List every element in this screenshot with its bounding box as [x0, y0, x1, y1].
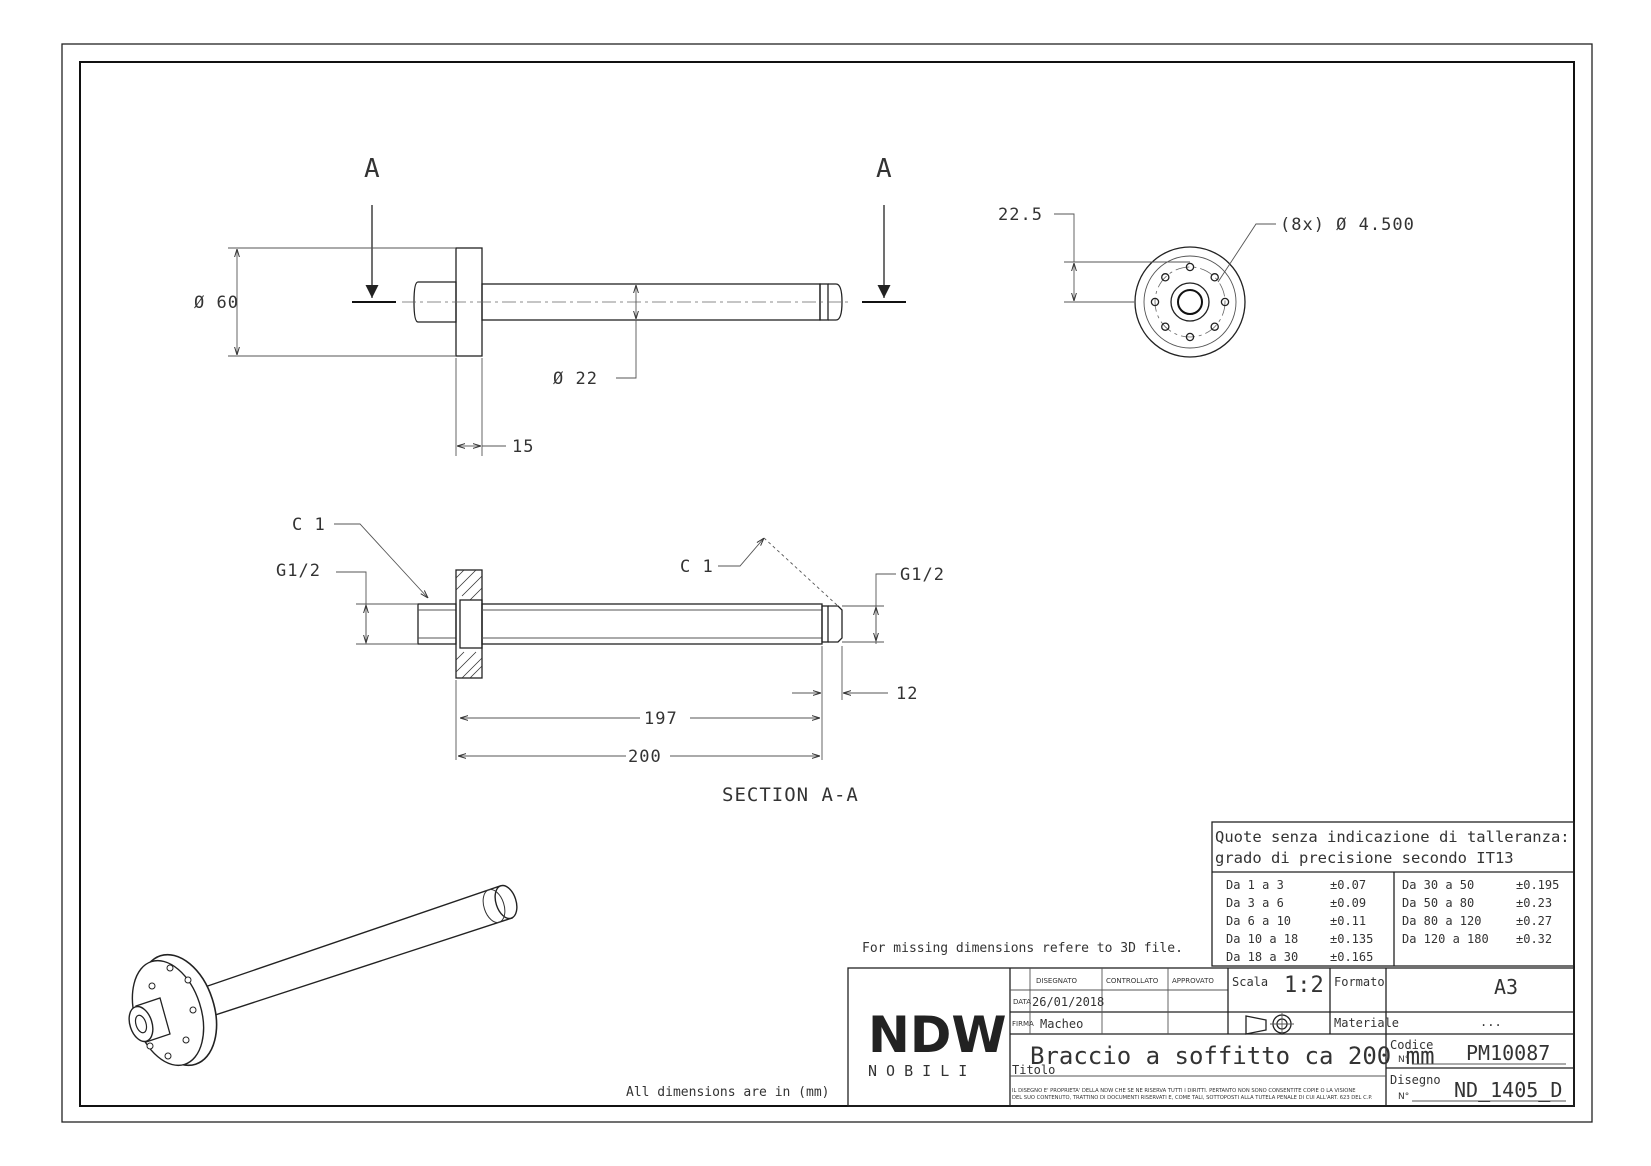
part-title: Braccio a soffitto ca 200 mm: [1030, 1042, 1435, 1070]
tolerance-value: ±0.09: [1330, 896, 1366, 910]
drawing-number: ND_1405_D: [1454, 1078, 1562, 1102]
disclaimer-line2: DEL SUO CONTENUTO, TRATTINO DI DOCUMENTI…: [1012, 1095, 1373, 1101]
title-block: NDW N O B I L I DISEGNATO CONTROLLATO AP…: [847, 967, 1575, 1107]
tolerance-range: Da 50 a 80: [1402, 896, 1474, 910]
isometric-view: [128, 884, 518, 1067]
material-value: ...: [1480, 1015, 1502, 1029]
dim-length-197: 197: [644, 709, 678, 729]
tolerance-range: Da 120 a 180: [1402, 932, 1489, 946]
front-view: A A Ø 60 Ø 22 15: [194, 154, 906, 457]
header-controllato: CONTROLLATO: [1106, 977, 1159, 985]
tolerance-value: ±0.32: [1516, 932, 1552, 946]
tolerance-header-2: grado di precisione secondo IT13: [1215, 849, 1514, 867]
dim-length-200: 200: [628, 747, 662, 767]
dim-flange-thickness: 15: [512, 437, 534, 457]
company-logo-sub: N O B I L I: [868, 1062, 967, 1080]
tolerance-value: ±0.23: [1516, 896, 1552, 910]
label-scala: Scala: [1232, 975, 1268, 989]
tolerance-header-1: Quote senza indicazione di talleranza:: [1215, 828, 1570, 846]
tolerance-value: ±0.07: [1330, 878, 1366, 892]
inner-border: [79, 61, 1575, 1107]
tolerance-value: ±0.135: [1330, 932, 1373, 946]
scale-value: 1:2: [1284, 973, 1324, 998]
date-value: 26/01/2018: [1032, 995, 1104, 1009]
note-units: All dimensions are in (mm): [626, 1085, 830, 1100]
section-marker-right: A: [876, 154, 893, 184]
tolerance-table: Quote senza indicazione di talleranza: g…: [1211, 821, 1575, 967]
label-firma: FIRMA: [1012, 1020, 1034, 1028]
note-missing-dims: For missing dimensions refere to 3D file…: [862, 941, 1183, 956]
label-titolo: Titolo: [1012, 1063, 1055, 1077]
dim-pcd: 22.5: [998, 205, 1043, 225]
section-title: SECTION A-A: [722, 784, 859, 806]
code-value: PM10087: [1466, 1041, 1550, 1065]
dim-holes: (8x) Ø 4.500: [1280, 215, 1415, 235]
tolerance-range: Da 10 a 18: [1226, 932, 1298, 946]
tolerance-range: Da 30 a 50: [1402, 878, 1474, 892]
end-view: 22.5 (8x) Ø 4.500: [998, 205, 1415, 358]
label-materiale: Materiale: [1334, 1016, 1399, 1030]
disclaimer-line1: IL DISEGNO E' PROPRIETA' DELLA NDW CHE S…: [1012, 1088, 1356, 1094]
label-disegno-no: N°: [1398, 1092, 1409, 1102]
label-disegno: Disegno: [1390, 1073, 1441, 1087]
header-disegnato: DISEGNATO: [1036, 977, 1078, 985]
label-codice: Codice: [1390, 1038, 1433, 1052]
tolerance-range: Da 80 a 120: [1402, 914, 1481, 928]
tolerance-value: ±0.11: [1330, 914, 1366, 928]
dim-thread-length: 12: [896, 684, 918, 704]
outer-border: [61, 43, 1593, 1123]
tolerance-range: Da 6 a 10: [1226, 914, 1291, 928]
dim-dia-flange: Ø 60: [194, 293, 239, 313]
dim-thread-left: G1/2: [276, 561, 321, 581]
tolerance-value: ±0.195: [1516, 878, 1559, 892]
tolerance-value: ±0.27: [1516, 914, 1552, 928]
projection-symbol-icon: [1245, 1013, 1294, 1035]
section-marker-left: A: [364, 154, 381, 184]
label-codice-no: N°: [1398, 1055, 1409, 1065]
dim-chamfer-right: C 1: [680, 557, 714, 577]
tolerance-range: Da 3 a 6: [1226, 896, 1284, 910]
dim-chamfer-left: C 1: [292, 515, 326, 535]
tolerance-range: Da 18 a 30: [1226, 950, 1298, 964]
dim-thread-right: G1/2: [900, 565, 945, 585]
section-view: G1/2 C 1 C 1 G1/2 12 197 200: [276, 515, 945, 806]
label-formato: Formato: [1334, 975, 1385, 989]
tolerance-range: Da 1 a 3: [1226, 878, 1284, 892]
tolerance-value: ±0.165: [1330, 950, 1373, 964]
signature-value: Macheo: [1040, 1017, 1083, 1031]
header-approvato: APPROVATO: [1172, 977, 1214, 985]
format-value: A3: [1494, 975, 1518, 999]
dim-dia-shaft: Ø 22: [553, 369, 598, 389]
company-logo: NDW: [868, 1006, 1007, 1064]
label-data: DATA: [1013, 998, 1031, 1006]
